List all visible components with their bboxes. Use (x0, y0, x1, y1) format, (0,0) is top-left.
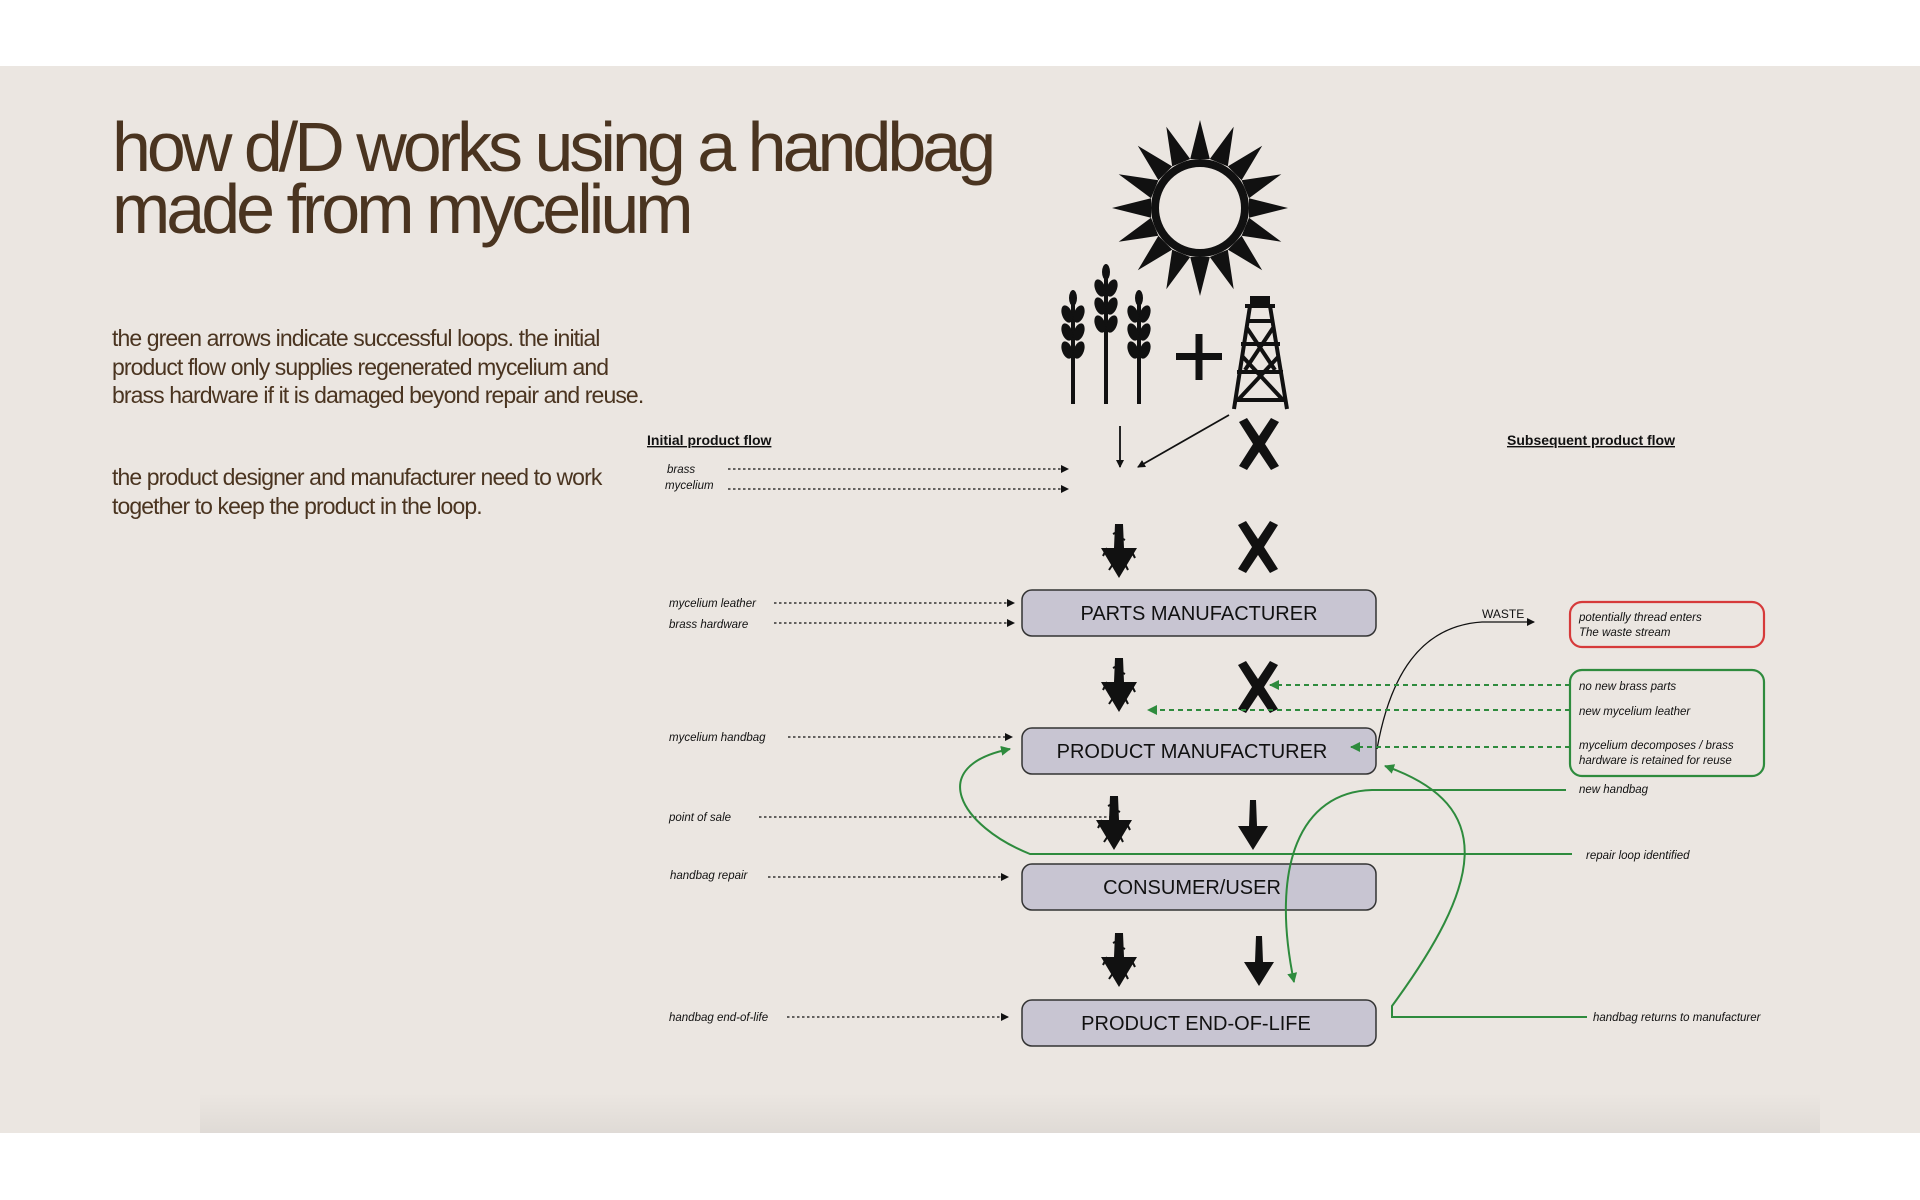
product-end-of-life-label: PRODUCT END-OF-LIFE (1081, 1013, 1311, 1035)
page-title: how d/D works using a handbag made from … (112, 108, 1012, 248)
mycelium-label: mycelium (665, 480, 714, 492)
reuse-outcomes-box: no new brass parts new mycelium leather … (1568, 668, 1766, 778)
decomposes-line-2: hardware is retained for reuse (1579, 755, 1732, 767)
product-end-of-life-box: PRODUCT END-OF-LIFE (1021, 999, 1377, 1047)
product-manufacturer-label: PRODUCT MANUFACTURER (1057, 741, 1328, 763)
down-arrow-icon (1100, 932, 1138, 988)
down-arrow-icon (1100, 657, 1138, 713)
cross-icon (1238, 521, 1278, 573)
repair-loop-label: repair loop identified (1586, 850, 1690, 862)
parts-manufacturer-box: PARTS MANUFACTURER (1021, 589, 1377, 637)
brass-hardware-label: brass hardware (669, 619, 748, 631)
title-line-2: made from mycelium (112, 170, 694, 248)
cross-icon (1239, 418, 1279, 470)
mycelium-leather-label: mycelium leather (669, 598, 757, 610)
title-line-1: how d/D works using a handbag (112, 108, 996, 186)
initial-flow-header: Initial product flow (647, 432, 772, 448)
new-handbag-label: new handbag (1579, 784, 1649, 796)
product-manufacturer-box: PRODUCT MANUFACTURER (1021, 727, 1377, 775)
oil-derrick-icon (1232, 296, 1289, 410)
no-new-brass-label: no new brass parts (1579, 681, 1676, 693)
handbag-returns-label: handbag returns to manufacturer (1593, 1012, 1762, 1024)
sun-rays (1112, 120, 1288, 296)
down-arrow-icon (1100, 523, 1138, 579)
handbag-end-of-life-label: handbag end-of-life (669, 1012, 768, 1024)
waste-stream-line-1: potentially thread enters (1578, 612, 1702, 624)
note-paragraph: the product designer and manufacturer ne… (112, 464, 602, 519)
handbag-repair-label: handbag repair (670, 870, 749, 882)
sun-icon (1112, 120, 1288, 296)
new-mycelium-leather-label: new mycelium leather (1579, 706, 1691, 718)
waste-label: WASTE (1482, 607, 1524, 621)
flow-diagram: PARTS MANUFACTURER PRODUCT MANUFACTURER … (647, 120, 1766, 1047)
point-of-sale-label: point of sale (668, 812, 731, 824)
brass-label: brass (667, 464, 695, 476)
waste-stream-box: potentially thread enters The waste stre… (1568, 600, 1766, 649)
down-arrow-icon (1095, 795, 1133, 851)
cross-icon (1238, 661, 1278, 713)
down-arrow-icon (1244, 936, 1274, 986)
description-paragraph: the green arrows indicate successful loo… (112, 325, 644, 408)
slide: how d/D works using a handbag made from … (0, 66, 1920, 1133)
parts-manufacturer-label: PARTS MANUFACTURER (1080, 603, 1317, 625)
mycelium-handbag-label: mycelium handbag (669, 732, 766, 744)
decomposes-line-1: mycelium decomposes / brass (1579, 740, 1734, 752)
plus-icon (1176, 334, 1222, 380)
wheat-icon (1061, 264, 1151, 404)
subsequent-flow-header: Subsequent product flow (1507, 432, 1675, 448)
consumer-user-box: CONSUMER/USER (1021, 863, 1377, 911)
consumer-user-label: CONSUMER/USER (1103, 877, 1281, 899)
waste-stream-line-2: The waste stream (1579, 627, 1671, 639)
slide-shadow (200, 1093, 1820, 1133)
down-arrow-icon (1238, 800, 1268, 850)
